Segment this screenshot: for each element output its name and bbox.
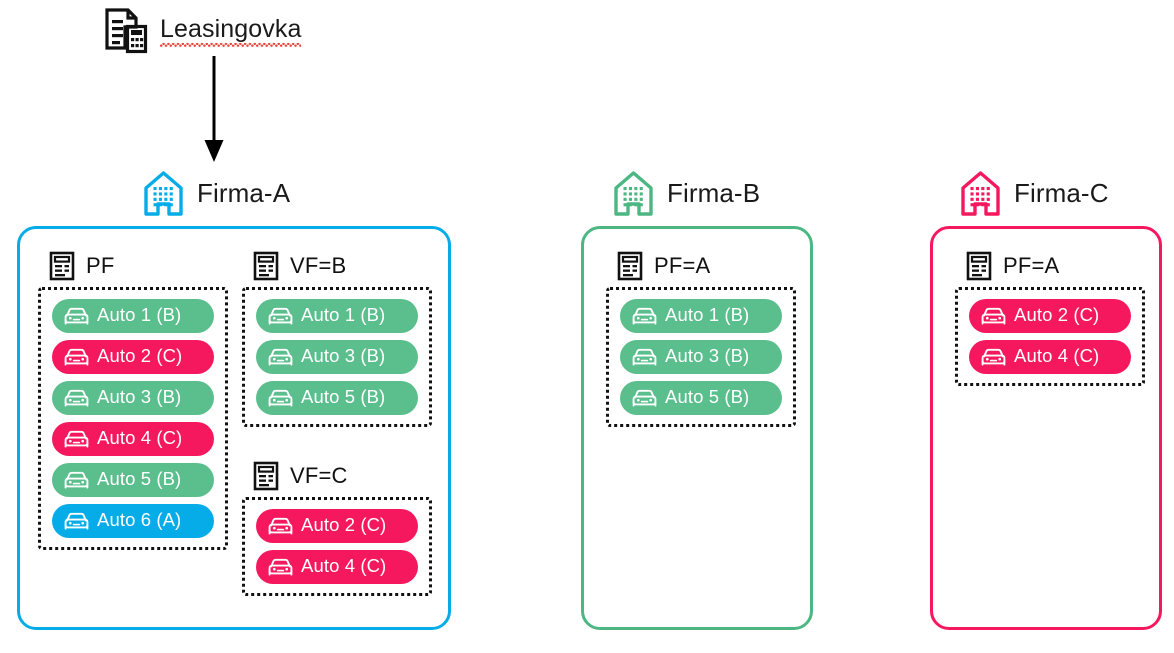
company-panel-firma-a: PF Auto 1 (B) Auto 2 (C) Auto 3 (B) Auto 4 (… [17, 226, 451, 630]
car-group-box: Auto 1 (B) Auto 2 (C) Auto 3 (B) Auto 4 (C)… [38, 287, 228, 550]
invoice-icon [253, 461, 279, 491]
car-chip[interactable]: Auto 1 (B) [52, 299, 214, 333]
company-header-firma-b: Firma-B [613, 170, 760, 217]
car-chip[interactable]: Auto 4 (C) [256, 550, 418, 584]
car-chip[interactable]: Auto 3 (B) [52, 381, 214, 415]
car-chip[interactable]: Auto 3 (B) [256, 340, 418, 374]
section-header: PF=A [955, 251, 1145, 281]
car-chip[interactable]: Auto 2 (C) [256, 509, 418, 543]
car-group-box: Auto 2 (C) Auto 4 (C) [242, 497, 432, 596]
section-header: PF [38, 251, 228, 281]
car-chip[interactable]: Auto 6 (A) [52, 504, 214, 538]
car-icon [268, 558, 293, 577]
car-chip-label: Auto 1 (B) [97, 304, 182, 326]
section-title: PF=A [654, 253, 711, 278]
car-icon [632, 307, 657, 326]
car-chip-label: Auto 5 (B) [665, 386, 750, 408]
section-title: PF=A [1003, 253, 1060, 278]
car-icon [632, 348, 657, 367]
company-name: Firma-A [197, 178, 291, 208]
car-chip-label: Auto 3 (B) [665, 345, 750, 367]
section-header: VF=B [242, 251, 432, 281]
down-arrow-icon [196, 56, 232, 171]
car-chip-label: Auto 3 (B) [301, 345, 386, 367]
car-icon [64, 471, 89, 490]
section-title: VF=C [290, 463, 348, 488]
car-chip-label: Auto 3 (B) [97, 386, 182, 408]
section-title: VF=B [290, 253, 347, 278]
car-icon [981, 348, 1006, 367]
source-label: Leasingovka [160, 15, 302, 47]
car-chip-label: Auto 5 (B) [97, 468, 182, 490]
invoice-icon [966, 251, 992, 281]
building-icon [613, 170, 654, 217]
car-icon [268, 389, 293, 408]
invoice-icon [617, 251, 643, 281]
section-firma-c-pf-a: PF=A Auto 2 (C) Auto 4 (C) [955, 251, 1145, 386]
car-chip-label: Auto 4 (C) [97, 427, 183, 449]
section-header: VF=C [242, 461, 432, 491]
car-chip-label: Auto 2 (C) [301, 514, 387, 536]
car-chip[interactable]: Auto 5 (B) [52, 463, 214, 497]
car-group-box: Auto 1 (B) Auto 3 (B) Auto 5 (B) [242, 287, 432, 427]
car-chip[interactable]: Auto 4 (C) [969, 340, 1131, 374]
section-firma-b-pf-a: PF=A Auto 1 (B) Auto 3 (B) Auto 5 (B) [606, 251, 796, 427]
car-chip-label: Auto 5 (B) [301, 386, 386, 408]
company-panel-firma-b: PF=A Auto 1 (B) Auto 3 (B) Auto 5 (B) [581, 226, 813, 630]
car-icon [64, 512, 89, 531]
car-icon [64, 307, 89, 326]
car-chip-label: Auto 1 (B) [301, 304, 386, 326]
section-header: PF=A [606, 251, 796, 281]
car-icon [268, 517, 293, 536]
car-icon [64, 348, 89, 367]
section-firma-a-pf: PF Auto 1 (B) Auto 2 (C) Auto 3 (B) Auto 4 (… [38, 251, 228, 550]
spellcheck-underline [160, 43, 302, 47]
car-chip[interactable]: Auto 5 (B) [620, 381, 782, 415]
company-name: Firma-B [667, 178, 761, 208]
section-firma-a-vf-b: VF=B Auto 1 (B) Auto 3 (B) Auto 5 (B) [242, 251, 432, 427]
car-chip[interactable]: Auto 3 (B) [620, 340, 782, 374]
car-icon [981, 307, 1006, 326]
car-icon [64, 389, 89, 408]
car-chip[interactable]: Auto 4 (C) [52, 422, 214, 456]
car-icon [632, 389, 657, 408]
car-group-box: Auto 2 (C) Auto 4 (C) [955, 287, 1145, 386]
car-icon [268, 307, 293, 326]
car-chip[interactable]: Auto 1 (B) [620, 299, 782, 333]
company-name: Firma-C [1014, 178, 1109, 208]
document-calculator-icon [104, 8, 148, 54]
car-chip[interactable]: Auto 2 (C) [969, 299, 1131, 333]
car-group-box: Auto 1 (B) Auto 3 (B) Auto 5 (B) [606, 287, 796, 427]
company-header-firma-a: Firma-A [143, 170, 290, 217]
invoice-icon [253, 251, 279, 281]
invoice-icon [49, 251, 75, 281]
building-icon [143, 170, 184, 217]
section-title: PF [86, 253, 115, 278]
car-icon [268, 348, 293, 367]
car-chip-label: Auto 1 (B) [665, 304, 750, 326]
car-chip-label: Auto 6 (A) [97, 509, 182, 531]
section-firma-a-vf-c: VF=C Auto 2 (C) Auto 4 (C) [242, 461, 432, 596]
car-chip-label: Auto 4 (C) [1014, 345, 1100, 367]
car-chip[interactable]: Auto 1 (B) [256, 299, 418, 333]
company-header-firma-c: Firma-C [960, 170, 1109, 217]
source-label-text: Leasingovka [160, 15, 302, 43]
car-chip-label: Auto 4 (C) [301, 555, 387, 577]
source-node: Leasingovka [104, 8, 302, 54]
building-icon [960, 170, 1001, 217]
company-panel-firma-c: PF=A Auto 2 (C) Auto 4 (C) [930, 226, 1162, 630]
car-chip-label: Auto 2 (C) [97, 345, 183, 367]
car-chip[interactable]: Auto 5 (B) [256, 381, 418, 415]
car-icon [64, 430, 89, 449]
car-chip[interactable]: Auto 2 (C) [52, 340, 214, 374]
car-chip-label: Auto 2 (C) [1014, 304, 1100, 326]
